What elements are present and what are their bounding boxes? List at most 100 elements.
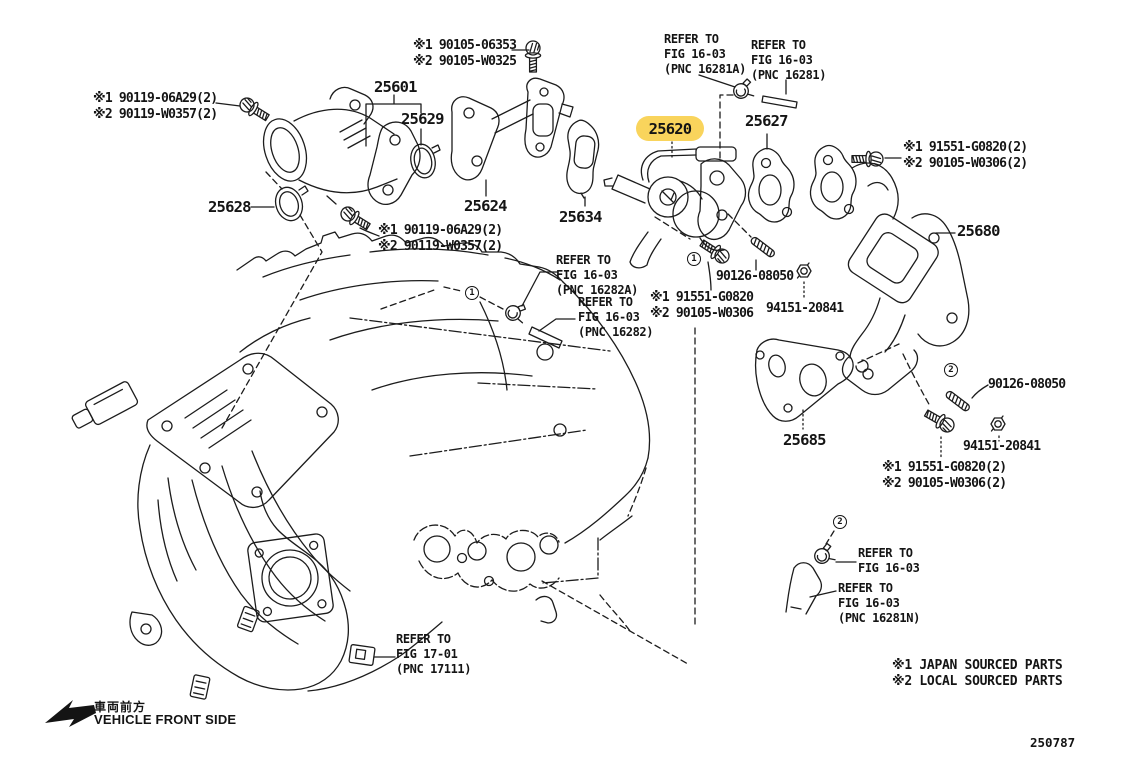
throttle-flange-drawing xyxy=(247,533,334,623)
note-line[interactable]: ※2 90105-W0306(2) xyxy=(882,475,1007,491)
bolt-90119-left-drawing xyxy=(236,94,273,125)
note-line[interactable]: ※2 90105-W0306 xyxy=(650,305,754,321)
leader-lines xyxy=(215,49,989,658)
stud-90126-upper-drawing xyxy=(749,235,777,259)
bracket-25624-drawing xyxy=(450,77,574,181)
callout-marker-2: 2 xyxy=(944,363,958,377)
ref-line[interactable]: (PNC 16281A) xyxy=(664,62,746,76)
ref-line[interactable]: (PNC 17111) xyxy=(396,662,472,676)
ref-line[interactable]: REFER TO xyxy=(751,38,806,52)
part-label-90126-upper[interactable]: 90126-08050 xyxy=(716,269,794,284)
nut-94151-lower-drawing xyxy=(990,415,1006,432)
part-label-25629[interactable]: 25629 xyxy=(401,110,444,128)
note-line[interactable]: ※2 90119-W0357(2) xyxy=(93,106,218,122)
ref-line[interactable]: FIG 17-01 xyxy=(396,647,458,661)
ref-line[interactable]: FIG 16-03 xyxy=(578,310,640,324)
hose-16281N-drawing xyxy=(785,562,823,615)
ref-line[interactable]: REFER TO xyxy=(556,253,611,267)
part-label-90126-lower[interactable]: 90126-08050 xyxy=(988,377,1066,392)
ref-line[interactable]: (PNC 16281N) xyxy=(838,611,920,625)
note-line[interactable]: ※1 90119-06A29(2) xyxy=(93,91,218,106)
ref-line[interactable]: FIG 16-03 xyxy=(751,53,813,67)
ref-fig1603-16281A[interactable]: REFER TO FIG 16-03 (PNC 16281A) xyxy=(664,32,746,77)
ref-line[interactable]: FIG 16-03 xyxy=(838,596,900,610)
part-label-25628[interactable]: 25628 xyxy=(208,198,251,216)
gasket-25627-drawing xyxy=(747,147,795,223)
callout-marker-1: 1 xyxy=(465,286,479,300)
gasket-25634-drawing xyxy=(566,119,600,199)
ref-fig1603-16281[interactable]: REFER TO FIG 16-03 (PNC 16281) xyxy=(751,38,826,83)
note-line[interactable]: ※2 90105-W0325 xyxy=(413,53,517,69)
note-lower-right-bolts[interactable]: ※1 91551-G0820(2) ※2 90105-W0306(2) xyxy=(882,460,1007,491)
part-label-25601[interactable]: 25601 xyxy=(374,78,417,96)
part-label-25680[interactable]: 25680 xyxy=(957,222,1000,240)
part-label-25624[interactable]: 25624 xyxy=(464,197,507,215)
ref-fig1603-16281N[interactable]: REFER TO FIG 16-03 (PNC 16281N) xyxy=(838,581,920,626)
note-line[interactable]: ※2 90105-W0306(2) xyxy=(903,155,1028,171)
note-right-upper-bolts[interactable]: ※1 91551-G0820(2) ※2 90105-W0306(2) xyxy=(903,140,1028,171)
note-left-bolts[interactable]: ※1 90119-06A29(2) ※2 90119-W0357(2) xyxy=(93,91,218,122)
legend-line: ※2 LOCAL SOURCED PARTS xyxy=(892,674,1063,689)
bolt-91551-lower-drawing xyxy=(921,405,958,436)
note-line[interactable]: ※1 91551-G0820(2) xyxy=(903,140,1028,155)
callout-marker-1: 1 xyxy=(687,252,701,266)
gasket-25680-flange-drawing xyxy=(809,144,857,220)
ref-fig1603-clamp[interactable]: REFER TO FIG 16-03 xyxy=(858,546,920,576)
note-line[interactable]: ※1 90105-06353 xyxy=(413,38,517,53)
callout-marker-2: 2 xyxy=(833,515,847,529)
bolt-91551-right-drawing xyxy=(851,150,884,168)
ref-line[interactable]: (PNC 16282) xyxy=(578,325,654,339)
part-label-94151-lower[interactable]: 94151-20841 xyxy=(963,439,1041,454)
bolt-90119-mid-drawing xyxy=(337,203,374,234)
ref-line[interactable]: REFER TO xyxy=(858,546,913,560)
ring-25628-drawing xyxy=(274,185,309,222)
pipe-25680-drawing xyxy=(841,162,970,396)
note-top-bolt[interactable]: ※1 90105-06353 ※2 90105-W0325 xyxy=(413,38,517,69)
note-line[interactable]: ※1 91551-G0820(2) xyxy=(882,460,1007,475)
note-line[interactable]: ※1 91551-G0820 xyxy=(650,290,754,305)
clamp-1603-drawing xyxy=(811,542,837,567)
drawing-number: 250787 xyxy=(1030,735,1076,750)
ref-fig1603-16282[interactable]: REFER TO FIG 16-03 (PNC 16282) xyxy=(578,295,653,340)
part-label-25634[interactable]: 25634 xyxy=(559,208,602,226)
legend-line: ※1 JAPAN SOURCED PARTS xyxy=(892,658,1063,673)
ref-fig1701-17111[interactable]: REFER TO FIG 17-01 (PNC 17111) xyxy=(396,632,471,677)
note-line[interactable]: ※1 90119-06A29(2) xyxy=(378,223,503,238)
egr-valve-25620-drawing xyxy=(603,146,747,269)
pipe-stub-16282-drawing xyxy=(528,326,563,349)
vehicle-front-label-en: VEHICLE FRONT SIDE xyxy=(94,712,237,727)
ref-line[interactable]: FIG 16-03 xyxy=(858,561,920,575)
hose-16281-drawing xyxy=(761,95,798,109)
ref-line[interactable]: FIG 16-03 xyxy=(664,47,726,61)
part-label-94151-upper[interactable]: 94151-20841 xyxy=(766,301,844,316)
nut-94151-upper-drawing xyxy=(796,262,812,279)
highlighted-part-label-25620[interactable]: 25620 xyxy=(636,116,704,141)
manifold-25601-drawing xyxy=(262,86,421,206)
part-label-25685[interactable]: 25685 xyxy=(783,431,826,449)
ref-line[interactable]: REFER TO xyxy=(664,32,719,46)
gasket-25685-drawing xyxy=(754,338,854,422)
dotted-leaders xyxy=(671,141,1000,459)
note-mid-bolts[interactable]: ※1 90119-06A29(2) ※2 90119-W0357(2) xyxy=(378,223,503,254)
center-lines xyxy=(349,317,611,584)
note-center-bolt[interactable]: ※1 91551-G0820 ※2 90105-W0306 xyxy=(650,290,754,321)
ref-line[interactable]: REFER TO xyxy=(578,295,633,309)
bolt-90105-drawing xyxy=(524,40,542,73)
ref-fig1603-16282A[interactable]: REFER TO FIG 16-03 (PNC 16282A) xyxy=(556,253,638,298)
sourced-parts-legend: ※1 JAPAN SOURCED PARTS ※2 LOCAL SOURCED … xyxy=(892,658,1063,690)
ref-line[interactable]: (PNC 16282A) xyxy=(556,283,638,297)
vehicle-front-label-jp: 車両前方 xyxy=(94,700,147,714)
ref-line[interactable]: REFER TO xyxy=(396,632,451,646)
dashed-leaders xyxy=(221,94,931,665)
stud-90126-lower-drawing xyxy=(944,389,972,413)
front-direction-arrow xyxy=(45,700,96,727)
ring-25629-drawing xyxy=(410,143,441,179)
ref-line[interactable]: REFER TO xyxy=(838,581,893,595)
engine-assembly-drawing xyxy=(71,231,651,700)
note-line[interactable]: ※2 90119-W0357(2) xyxy=(378,238,503,254)
ref-line[interactable]: FIG 16-03 xyxy=(556,268,618,282)
part-label-25627[interactable]: 25627 xyxy=(745,112,788,130)
ref-line[interactable]: (PNC 16281) xyxy=(751,68,827,82)
